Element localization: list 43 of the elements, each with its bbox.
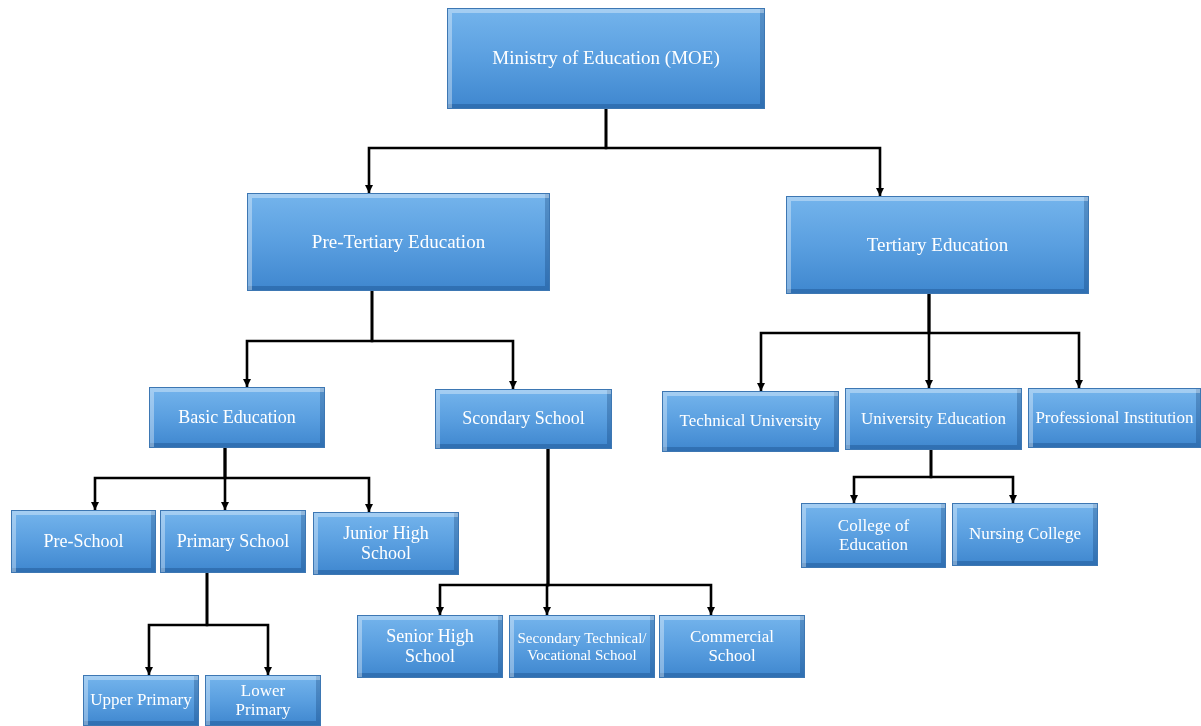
org-box xyxy=(357,615,503,678)
org-box xyxy=(845,388,1022,450)
org-box xyxy=(1028,388,1201,448)
box-label: Senior High School xyxy=(385,626,475,667)
org-box xyxy=(11,510,156,573)
box-label: Primary School xyxy=(176,531,290,552)
box-label: College of Education xyxy=(836,516,911,555)
org-box xyxy=(662,391,839,452)
org-box xyxy=(952,503,1098,566)
box-label: Pre-Tertiary Education xyxy=(311,231,486,253)
org-box xyxy=(659,615,805,678)
connector-arrow xyxy=(604,109,885,196)
connector-arrow xyxy=(929,450,1018,503)
box-label: Technical University xyxy=(679,412,822,431)
box-label: Junior High School xyxy=(342,523,430,564)
connector-arrow xyxy=(370,291,518,389)
box-label: Nursing College xyxy=(969,525,1081,544)
org-box xyxy=(83,675,199,726)
box-label: Upper Primary xyxy=(90,691,192,710)
org-box xyxy=(801,503,946,568)
org-box xyxy=(435,389,612,449)
org-box xyxy=(160,510,306,573)
box-label: Tertiary Education xyxy=(866,234,1009,256)
connector-arrow xyxy=(546,449,716,615)
box-label: Professional Institution xyxy=(1035,408,1194,428)
org-box xyxy=(205,675,321,726)
org-box xyxy=(786,196,1089,294)
box-label: Commercial School xyxy=(689,627,775,666)
box-label: Basic Education xyxy=(178,407,296,428)
box-label: Secondary Technical/ Vocational School xyxy=(516,630,648,663)
connector-arrow xyxy=(205,573,273,675)
box-label: Scondary School xyxy=(462,409,585,429)
box-label: University Education xyxy=(861,409,1006,429)
org-box xyxy=(247,193,550,291)
box-label: Lower Primary xyxy=(234,681,292,720)
org-box xyxy=(447,8,765,109)
connector-arrow xyxy=(223,448,374,512)
org-box xyxy=(313,512,459,575)
box-label: Pre-School xyxy=(43,531,124,552)
box-label: Ministry of Education (MOE) xyxy=(492,48,720,69)
org-box xyxy=(509,615,655,678)
org-box xyxy=(149,387,325,448)
connector-arrow xyxy=(927,294,1084,388)
